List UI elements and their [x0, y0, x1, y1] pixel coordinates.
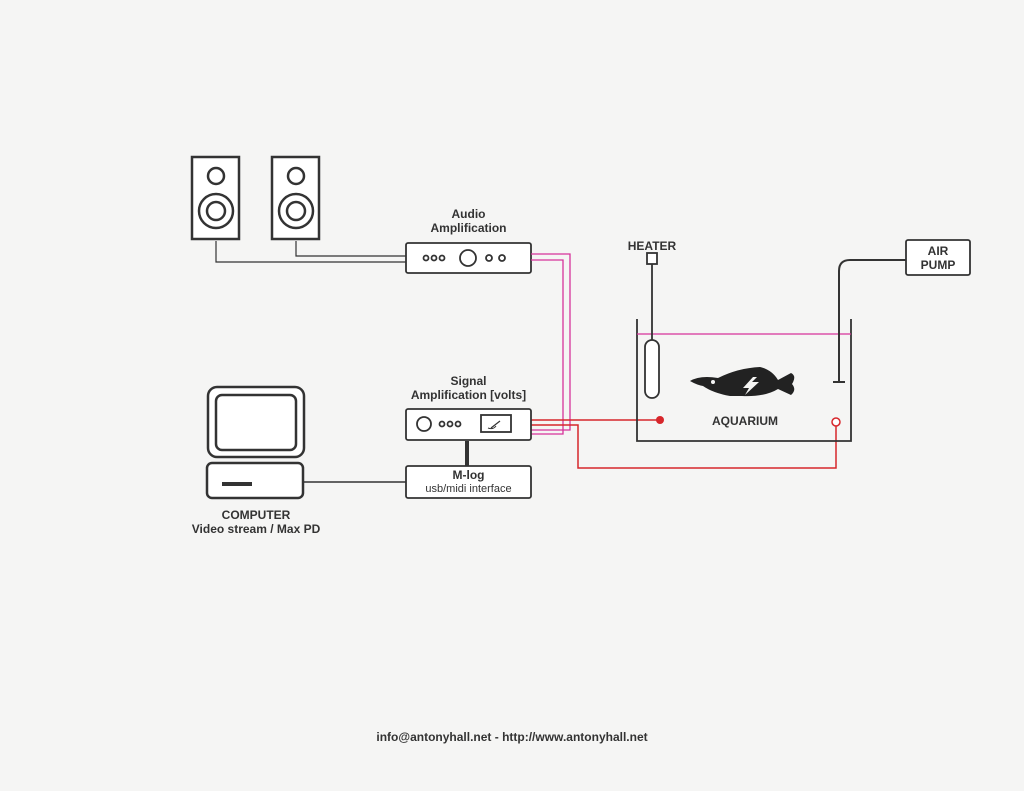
audio-amplifier-label: Audio Amplification — [406, 207, 531, 235]
speaker-left — [190, 155, 241, 241]
speaker-cables — [215, 241, 406, 263]
air-pump-label-line1: AIR — [927, 244, 949, 258]
heater-label: HEATER — [627, 239, 677, 253]
signal-amplifier-label-line2: Amplification [volts] — [410, 388, 527, 402]
computer — [205, 385, 306, 500]
speaker-right — [270, 155, 321, 241]
signal-amplifier-label-line1: Signal — [450, 374, 487, 388]
fish-icon — [690, 367, 795, 397]
mlog-label: M-log usb/midi interface — [406, 468, 531, 496]
computer-label-line2: Video stream / Max PD — [191, 522, 321, 536]
mlog-title: M-log — [452, 468, 485, 482]
audio-amplifier — [405, 242, 532, 274]
computer-label-line1: COMPUTER — [221, 508, 291, 522]
computer-label: COMPUTER Video stream / Max PD — [176, 508, 336, 536]
audio-amplifier-label-line1: Audio — [451, 207, 486, 221]
signal-cables — [531, 419, 837, 469]
air-pump-label-line2: PUMP — [920, 258, 956, 272]
footer-contact: info@antonyhall.net - http://www.antonyh… — [376, 730, 648, 744]
mlog-subtitle: usb/midi interface — [425, 483, 512, 495]
air-pump — [833, 239, 971, 383]
signal-amplifier-label: Signal Amplification [volts] — [386, 374, 551, 402]
aquarium-label: AQUARIUM — [712, 414, 778, 428]
heater — [644, 252, 660, 399]
signal-amplifier — [405, 408, 532, 441]
audio-amplifier-label-line2: Amplification — [430, 221, 507, 235]
electrode-filled — [656, 416, 664, 424]
audio-cables — [531, 253, 571, 435]
electrode-open — [831, 417, 841, 427]
air-pump-label: AIR PUMP — [906, 244, 970, 272]
aquarium-tank — [636, 319, 852, 442]
